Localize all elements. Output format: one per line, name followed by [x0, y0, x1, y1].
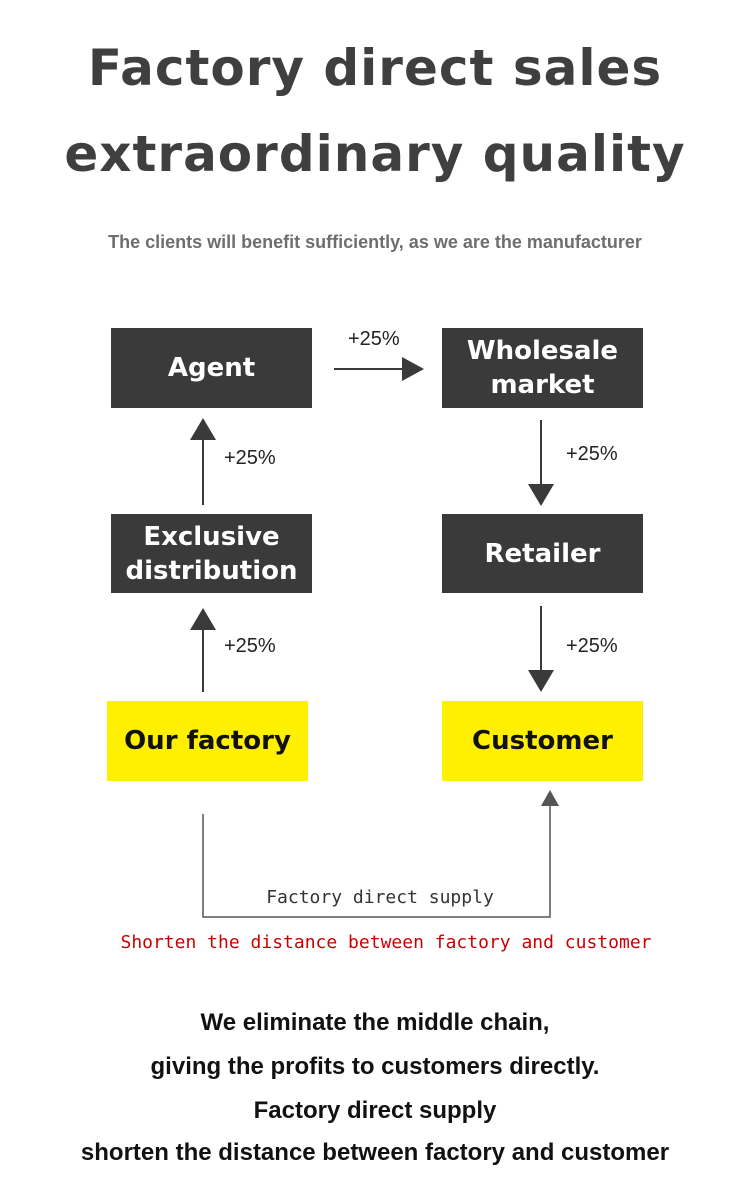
node-exclusive-label-2: distribution — [125, 555, 298, 586]
bottom-statement-2: giving the profits to customers directly… — [150, 1053, 600, 1080]
arrow-factory-direct-supply-head — [541, 790, 559, 806]
edge-label-agent-to-wholesale: +25% — [348, 328, 400, 350]
title-line-1: Factory direct sales — [87, 39, 663, 97]
node-our-factory-label: Our factory — [124, 726, 291, 756]
subtitle: The clients will benefit sufficiently, a… — [108, 232, 642, 252]
bottom-statement-3: Factory direct supply — [253, 1097, 497, 1124]
node-retailer: Retailer — [442, 514, 643, 593]
node-agent-label: Agent — [167, 353, 256, 383]
node-customer-label: Customer — [472, 726, 613, 756]
node-our-factory: Our factory — [107, 701, 308, 781]
arrow-factory-to-exclusive-head — [190, 608, 216, 630]
arrow-exclusive-to-agent-head — [190, 418, 216, 440]
node-retailer-label: Retailer — [484, 538, 601, 569]
title-line-2: extraordinary quality — [64, 125, 686, 183]
node-agent: Agent — [111, 328, 312, 408]
edge-label-wholesale-to-retailer: +25% — [566, 443, 618, 465]
tagline-red: Shorten the distance between factory and… — [120, 932, 652, 953]
node-exclusive-distribution: Exclusive distribution — [111, 514, 312, 593]
node-exclusive-label-1: Exclusive — [143, 521, 280, 552]
arrow-wholesale-to-retailer-head — [528, 484, 554, 506]
node-customer: Customer — [442, 701, 643, 781]
bottom-statement-4: shorten the distance between factory and… — [80, 1139, 670, 1166]
edge-label-exclusive-to-agent: +25% — [224, 447, 276, 469]
node-wholesale-market: Wholesale market — [442, 328, 643, 408]
arrow-agent-to-wholesale-head — [402, 357, 424, 381]
edge-label-factory-direct-supply: Factory direct supply — [266, 887, 494, 908]
node-wholesale-label-2: market — [490, 370, 595, 400]
node-wholesale-label-1: Wholesale — [466, 336, 619, 366]
edge-label-retailer-to-customer: +25% — [566, 635, 618, 657]
arrow-retailer-to-customer-head — [528, 670, 554, 692]
bottom-statement-1: We eliminate the middle chain, — [200, 1009, 550, 1036]
edge-label-factory-to-exclusive: +25% — [224, 635, 276, 657]
